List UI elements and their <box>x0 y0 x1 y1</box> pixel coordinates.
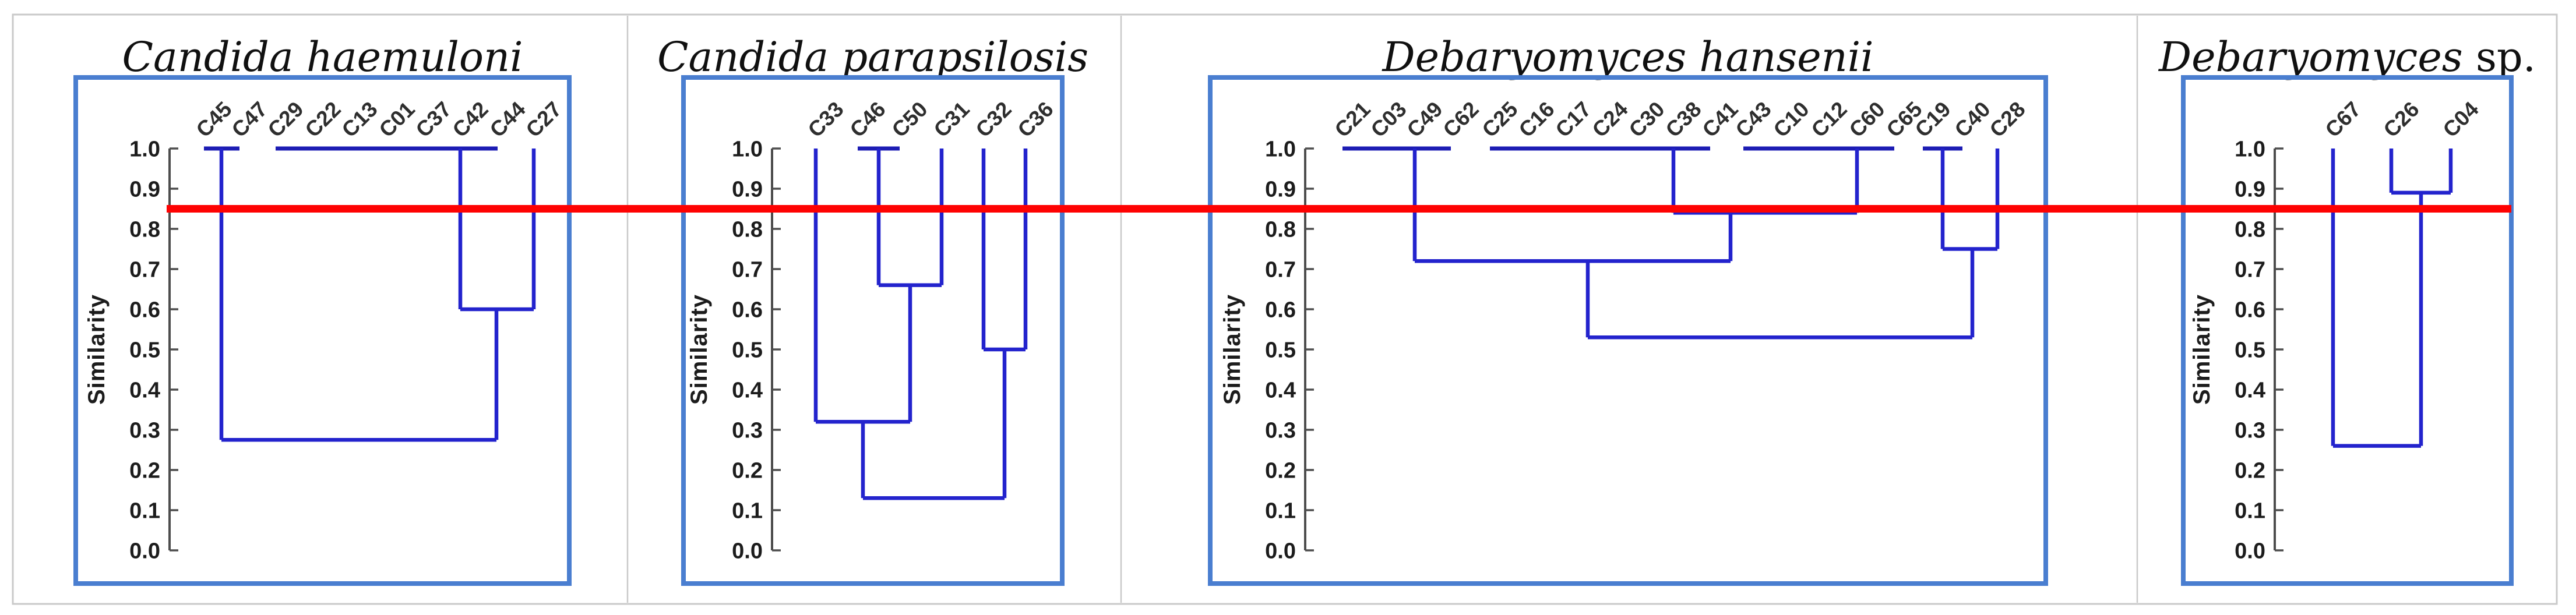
leaf-label: C10 <box>1769 97 1814 142</box>
leaf-label: C27 <box>521 97 566 142</box>
y-tick-label: 1.0 <box>1265 137 1296 161</box>
y-tick-label: 0.4 <box>732 378 763 402</box>
y-axis-title: Similarity <box>1220 294 1245 405</box>
leaf-label: C50 <box>887 97 932 142</box>
y-tick-label: 0.8 <box>129 217 160 242</box>
leaf-label: C19 <box>1911 97 1955 142</box>
y-tick-label: 0.7 <box>1265 257 1296 282</box>
y-tick-label: 0.1 <box>1265 499 1296 523</box>
y-tick-label: 0.3 <box>1265 418 1296 443</box>
leaf-label: C67 <box>2321 97 2366 142</box>
panel-title-candida-haemuloni: Candida haemuloni <box>122 33 523 81</box>
leaf-label: C31 <box>929 97 974 142</box>
y-tick-label: 0.0 <box>129 539 160 563</box>
leaf-label: C46 <box>845 97 890 142</box>
leaf-label: C47 <box>227 97 272 142</box>
leaf-label: C03 <box>1366 97 1411 142</box>
plot-box-debaryomyces-sp <box>2181 75 2514 586</box>
y-tick-label: 0.6 <box>129 298 160 322</box>
panel-title-debaryomyces-hansenii: Debaryomyces hansenii <box>1381 33 1873 81</box>
leaf-label: C04 <box>2438 97 2483 142</box>
y-axis-title: Similarity <box>686 294 712 405</box>
leaf-label: C62 <box>1439 97 1483 142</box>
leaf-label: C36 <box>1013 97 1058 142</box>
leaf-label: C42 <box>448 97 493 142</box>
y-tick-label: 0.6 <box>732 298 763 322</box>
y-tick-label: 0.0 <box>2235 539 2265 563</box>
leaf-label: C60 <box>1845 97 1890 142</box>
y-tick-label: 0.5 <box>129 338 160 362</box>
y-tick-label: 0.8 <box>1265 217 1296 242</box>
y-tick-label: 0.8 <box>732 217 763 242</box>
panel-title-italic: Candida parapsilosis <box>657 33 1088 81</box>
leaf-label: C25 <box>1478 97 1523 142</box>
leaf-label: C12 <box>1807 97 1852 142</box>
y-tick-label: 0.2 <box>2235 458 2265 483</box>
y-tick-label: 0.2 <box>129 458 160 483</box>
leaf-label: C17 <box>1551 97 1596 142</box>
leaf-label: C21 <box>1330 97 1375 142</box>
y-tick-label: 0.0 <box>732 539 763 563</box>
leaf-label: C49 <box>1402 97 1447 142</box>
leaf-label: C29 <box>263 97 308 142</box>
y-tick-label: 0.9 <box>1265 177 1296 202</box>
y-tick-label: 0.7 <box>2235 257 2265 282</box>
y-tick-label: 0.6 <box>2235 298 2265 322</box>
panel-title-italic: Candida haemuloni <box>122 33 523 81</box>
panel-title-italic: Debaryomyces <box>2158 33 2463 81</box>
plot-box-candida-parapsilosis <box>681 75 1065 586</box>
leaf-label: C37 <box>411 97 456 142</box>
figure-border <box>12 13 2558 605</box>
y-tick-label: 0.4 <box>2235 378 2265 402</box>
y-axis-title: Similarity <box>84 294 110 405</box>
y-tick-label: 0.8 <box>2235 217 2265 242</box>
leaf-label: C13 <box>337 97 382 142</box>
leaf-label: C28 <box>1985 97 2030 142</box>
leaf-label: C32 <box>971 97 1016 142</box>
y-tick-label: 0.3 <box>732 418 763 443</box>
panel-title-italic: Debaryomyces hansenii <box>1381 33 1873 81</box>
panel-title-debaryomyces-sp: Debaryomyces sp. <box>2158 33 2536 81</box>
y-tick-label: 1.0 <box>129 137 160 161</box>
y-tick-label: 1.0 <box>2235 137 2265 161</box>
y-tick-label: 0.9 <box>129 177 160 202</box>
panel-title-roman: sp. <box>2463 33 2536 81</box>
y-tick-label: 0.1 <box>2235 499 2265 523</box>
leaf-label: C43 <box>1731 97 1776 142</box>
panel-title-candida-parapsilosis: Candida parapsilosis <box>657 33 1088 81</box>
leaf-label: C22 <box>301 97 346 142</box>
leaf-label: C16 <box>1514 97 1559 142</box>
y-tick-label: 0.7 <box>732 257 763 282</box>
y-tick-label: 0.9 <box>2235 177 2265 202</box>
y-tick-label: 0.4 <box>1265 378 1296 402</box>
y-tick-label: 0.5 <box>2235 338 2265 362</box>
y-tick-label: 0.7 <box>129 257 160 282</box>
leaf-label: C40 <box>1950 97 1995 142</box>
y-tick-label: 0.2 <box>732 458 763 483</box>
y-axis-title: Similarity <box>2189 294 2215 405</box>
y-tick-label: 1.0 <box>732 137 763 161</box>
leaf-label: C38 <box>1661 97 1706 142</box>
leaf-label: C24 <box>1588 97 1633 142</box>
y-tick-label: 0.9 <box>732 177 763 202</box>
y-tick-label: 0.2 <box>1265 458 1296 483</box>
leaf-label: C30 <box>1624 97 1669 142</box>
y-tick-label: 0.4 <box>129 378 160 402</box>
y-tick-label: 0.0 <box>1265 539 1296 563</box>
y-tick-label: 0.5 <box>1265 338 1296 362</box>
y-tick-label: 0.6 <box>1265 298 1296 322</box>
leaf-label: C26 <box>2379 97 2424 142</box>
leaf-label: C33 <box>804 97 848 142</box>
leaf-label: C44 <box>485 97 530 142</box>
y-tick-label: 0.3 <box>129 418 160 443</box>
plot-box-debaryomyces-hansenii <box>1208 75 2048 586</box>
y-tick-label: 0.1 <box>732 499 763 523</box>
plot-box-candida-haemuloni <box>73 75 572 586</box>
leaf-label: C01 <box>375 97 420 142</box>
y-tick-label: 0.5 <box>732 338 763 362</box>
y-tick-label: 0.1 <box>129 499 160 523</box>
y-tick-label: 0.3 <box>2235 418 2265 443</box>
leaf-label: C45 <box>192 97 237 142</box>
